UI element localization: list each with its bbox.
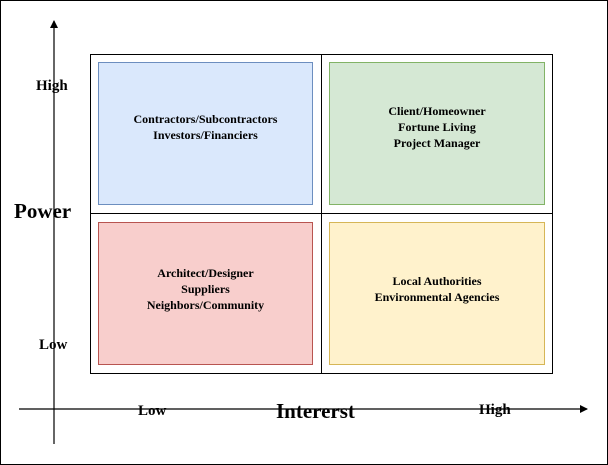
y-axis-title: Power [14, 199, 72, 223]
quadrant-low-power-low-interest: Architect/Designer Suppliers Neighbors/C… [98, 222, 313, 365]
quadrant-line: Architect/Designer [157, 265, 254, 280]
quadrant-high-power-high-interest: Client/Homeowner Fortune Living Project … [329, 62, 545, 205]
quadrant-line: Local Authorities [392, 273, 482, 288]
grid-divider-vertical [321, 54, 322, 374]
quadrant-line: Fortune Living [398, 119, 476, 134]
quadrant-line: Investors/Financiers [153, 127, 258, 142]
quadrant-line: Suppliers [181, 281, 230, 296]
quadrant-line: Contractors/Subcontractors [133, 111, 278, 126]
quadrant-line: Environmental Agencies [374, 289, 500, 304]
y-axis-low-label: Low [39, 337, 68, 353]
x-axis-low-label: Low [138, 403, 167, 419]
y-axis-high-label: High [36, 78, 68, 94]
grid-divider-horizontal [90, 213, 553, 214]
x-axis-title: Intererst [276, 399, 355, 423]
quadrant-line: Neighbors/Community [146, 297, 265, 312]
x-axis-high-label: High [479, 402, 511, 418]
quadrant-high-power-low-interest: Contractors/Subcontractors Investors/Fin… [98, 62, 313, 205]
quadrant-line: Client/Homeowner [388, 103, 486, 118]
quadrant-line: Project Manager [393, 135, 481, 150]
quadrant-low-power-high-interest: Local Authorities Environmental Agencies [329, 222, 545, 365]
